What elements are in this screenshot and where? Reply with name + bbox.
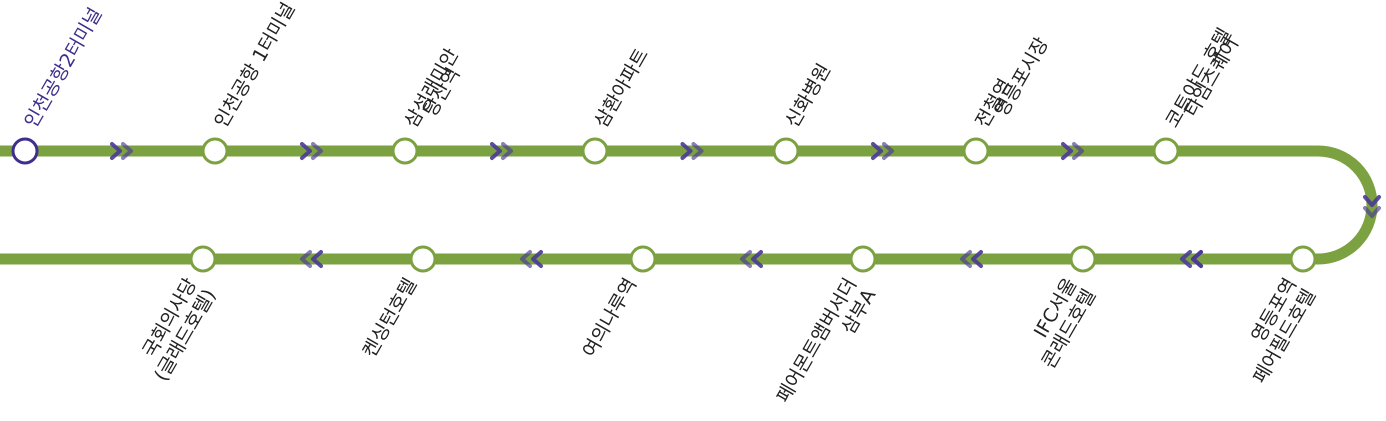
station-marker: [391, 137, 419, 165]
direction-arrow-icon: [740, 250, 763, 268]
direction-arrows: [110, 142, 1381, 268]
station-label: 여의나루역: [579, 275, 642, 362]
direction-arrow-icon: [960, 250, 983, 268]
station-marker: [189, 245, 217, 273]
station-name-line: 신화병원: [781, 60, 835, 132]
route-line: [0, 145, 1378, 265]
direction-arrow-icon: [110, 142, 133, 160]
station-name-line: 켄싱턴호텔: [359, 275, 422, 362]
station-label: 인천공항 1터미널: [210, 0, 299, 132]
station-label: 삼환아파트: [590, 45, 653, 132]
stations: [11, 137, 1317, 273]
direction-arrow-icon: [1363, 195, 1381, 218]
direction-arrow-icon: [1180, 250, 1203, 268]
direction-arrow-icon: [520, 250, 543, 268]
station-name-line: 인천공항 1터미널: [210, 0, 299, 132]
station-marker: [1069, 245, 1097, 273]
station-name-line: 삼환아파트: [590, 45, 653, 132]
origin-station-marker: [11, 137, 39, 165]
station-marker: [629, 245, 657, 273]
station-name-line: 여의나루역: [579, 275, 642, 362]
station-marker: [581, 137, 609, 165]
station-marker: [1152, 137, 1180, 165]
station-label: 국회의사당(글래드호텔): [139, 275, 221, 386]
station-label: 켄싱턴호텔: [359, 275, 422, 362]
station-marker: [772, 137, 800, 165]
station-marker: [962, 137, 990, 165]
direction-arrow-icon: [300, 250, 323, 268]
origin-station-label: 인천공항2터미널: [20, 4, 106, 131]
direction-arrow-icon: [490, 142, 513, 160]
direction-arrow-icon: [871, 142, 894, 160]
station-marker: [201, 137, 229, 165]
station-label: 신화병원: [781, 60, 835, 132]
station-marker: [1289, 245, 1317, 273]
direction-arrow-icon: [300, 142, 323, 160]
station-name-line: 페어몬트앰버서더: [772, 275, 861, 407]
direction-arrow-icon: [1061, 142, 1084, 160]
station-marker: [409, 245, 437, 273]
station-marker: [849, 245, 877, 273]
direction-arrow-icon: [680, 142, 704, 160]
station-name-line: 인천공항2터미널: [20, 4, 106, 131]
